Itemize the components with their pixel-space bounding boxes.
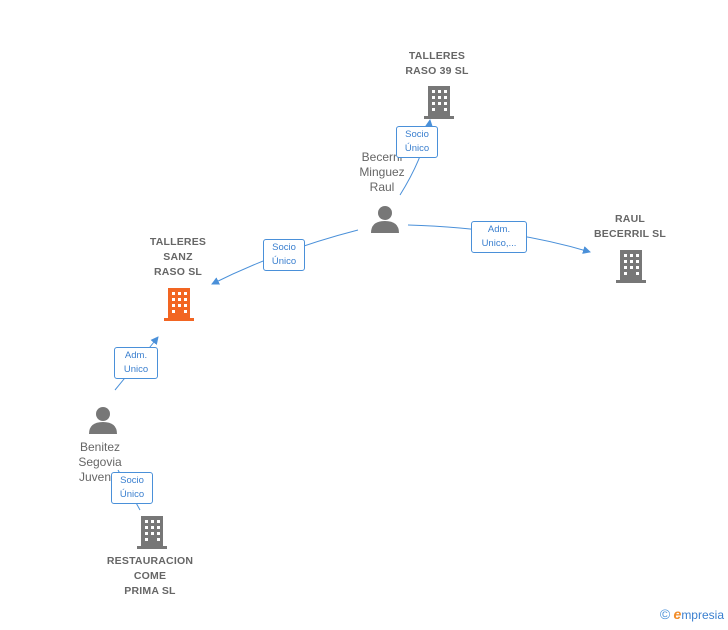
edge-badge-benitez-restauracion[interactable]: Socio Único (111, 472, 153, 504)
empresia-watermark: © empresia (660, 606, 724, 622)
brand-initial: e (673, 606, 682, 622)
copyright-symbol: © (659, 606, 671, 622)
person-icon-benitez[interactable] (89, 407, 117, 434)
node-label-talleres-sanz[interactable]: TALLERES SANZ RASO SL (149, 236, 207, 278)
node-label-talleres-raso39[interactable]: TALLERES RASO 39 SL (405, 50, 469, 77)
building-icon-raso39[interactable] (424, 86, 454, 119)
node-label-becerril[interactable]: Becerril Minguez Raul (359, 150, 405, 194)
edge-badge-becerril-raulsl[interactable]: Adm. Unico,... (471, 221, 527, 253)
edge-badge-becerril-raso39[interactable]: Socio Único (396, 126, 438, 158)
node-label-benitez[interactable]: Benitez Segovia Juven... (78, 440, 122, 484)
building-icon-sanz-focus[interactable] (164, 288, 194, 321)
edge-badge-benitez-sanz[interactable]: Adm. Unico (114, 347, 158, 379)
brand-name: mpresia (681, 608, 724, 622)
person-icon-becerril[interactable] (371, 206, 399, 233)
building-icon-raulsl[interactable] (616, 250, 646, 283)
node-label-raul-becerril-sl[interactable]: RAUL BECERRIL SL (593, 213, 666, 240)
node-label-restauracion[interactable]: RESTAURACION COME PRIMA SL (106, 555, 194, 597)
building-icon-restauracion[interactable] (137, 516, 167, 549)
edge-badge-becerril-sanz[interactable]: Socio Único (263, 239, 305, 271)
